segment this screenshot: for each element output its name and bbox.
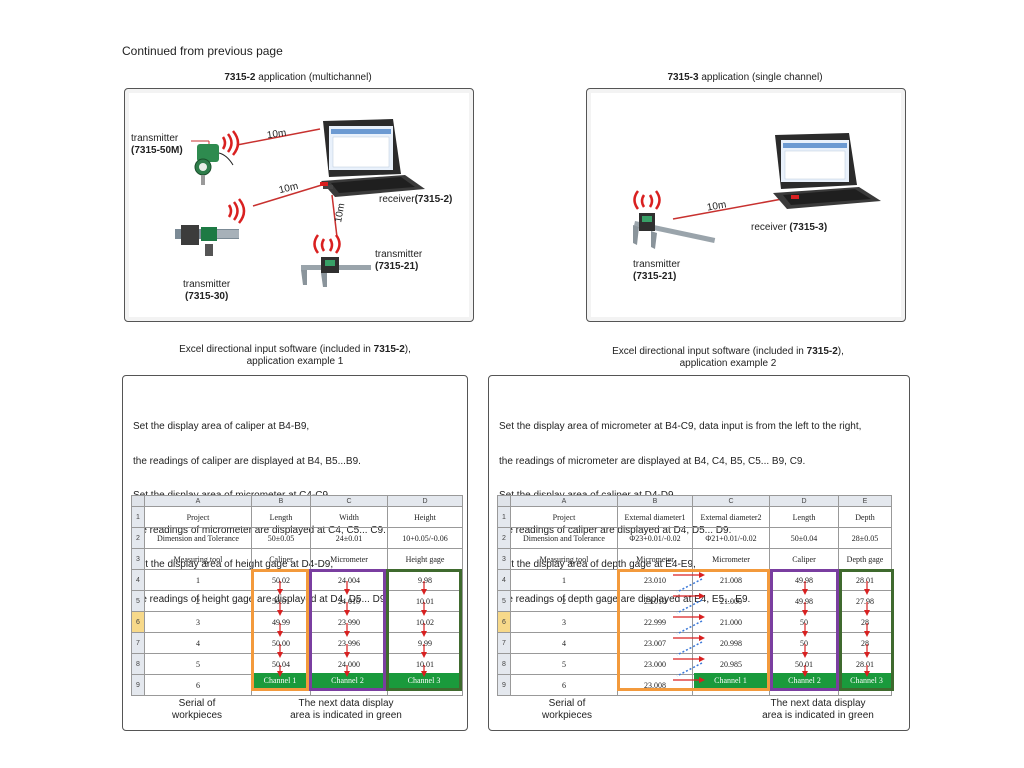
channel-2-cell: Channel 2 — [773, 673, 836, 688]
example1-panel: Set the display area of caliper at B4-B9… — [122, 375, 468, 731]
dial-indicator-icon — [194, 144, 234, 185]
multichannel-diagram-panel: 10m 10m 10m transmitter(7315-50M) receiv… — [124, 88, 474, 322]
left-app-title: 7315-2 application (multichannel) — [224, 72, 372, 83]
caliper-icon — [633, 213, 716, 249]
wifi-signal-icon — [633, 190, 661, 210]
table-row: 6 3 49.99 23.990 10.02 — [131, 611, 463, 633]
transmitter-label-21: transmitter(7315-21) — [375, 249, 423, 272]
caliper-icon — [301, 257, 371, 287]
channel-2-cell: Channel 2 — [312, 673, 383, 688]
row-number[interactable]: 8 — [497, 653, 511, 675]
transmitter-label-30: transmitter(7315-30) — [183, 279, 231, 302]
transmitter-label-21: transmitter(7315-21) — [633, 259, 681, 282]
row-number[interactable]: 5 — [131, 590, 145, 612]
channel-1-cell: Channel 1 — [254, 673, 306, 688]
example1-spreadsheet: A B C D 1 Project Length Width Height 2 … — [131, 495, 463, 696]
wifi-signal-icon — [313, 234, 341, 254]
table-row: 3 Measuring tool Caliper Micrometer Heig… — [131, 548, 463, 570]
receiver-dongle-icon — [320, 182, 328, 186]
row-number[interactable]: 4 — [131, 569, 145, 591]
table-row: 1 Project Length Width Height — [131, 506, 463, 528]
row-number[interactable]: 1 — [131, 506, 145, 528]
right-app-title: 7315-3 application (single channel) — [667, 72, 823, 83]
table-row: 1 Project External diameter1 External di… — [497, 506, 892, 528]
row-number[interactable]: 7 — [131, 632, 145, 654]
row-number[interactable]: 2 — [497, 527, 511, 549]
table-row: 8 5 23.000 20.985 50.01 28.01 — [497, 653, 892, 675]
data-flow-arrows — [277, 581, 427, 677]
micrometer-icon — [175, 225, 239, 256]
laptop-icon — [321, 119, 425, 197]
table-row: 8 5 50.04 24.000 10.01 — [131, 653, 463, 675]
receiver-label: receiver(7315-2) — [379, 194, 453, 205]
laptop-icon — [773, 133, 881, 209]
single-channel-diagram — [633, 133, 881, 249]
table-row: 3 Measuring tool Micrometer Micrometer C… — [497, 548, 892, 570]
data-flow-arrows — [673, 572, 870, 683]
continued-note: Continued from previous page — [122, 44, 283, 58]
channel-3-cell: Channel 3 — [842, 673, 891, 688]
table-row: 2 Dimension and Tolerance 50±0.05 24±0.0… — [131, 527, 463, 549]
single-channel-diagram-panel: 10m receiver (7315-3) transmitter(7315-2… — [586, 88, 906, 322]
example2-panel: Set the display area of micrometer at B4… — [488, 375, 910, 731]
wifi-signal-icon — [221, 130, 240, 156]
row-number[interactable]: 6 — [131, 611, 145, 633]
channel-3-cell: Channel 3 — [389, 673, 459, 688]
receiver-dongle-icon — [791, 195, 799, 199]
row-number[interactable]: 8 — [131, 653, 145, 675]
transmitter-label-50m: transmitter(7315-50M) — [131, 133, 183, 156]
wifi-signal-icon — [227, 198, 246, 224]
example2-caption: Excel directional input software (includ… — [612, 346, 844, 369]
receiver-label: receiver (7315-3) — [751, 222, 828, 233]
channel-1-cell: Channel 1 — [694, 673, 767, 688]
example1-caption: Excel directional input software (includ… — [179, 344, 411, 367]
row-number[interactable]: 9 — [497, 674, 511, 696]
example2-spreadsheet: A B C D E 1 Project External diameter1 E… — [497, 495, 894, 696]
multichannel-diagram — [175, 119, 425, 287]
